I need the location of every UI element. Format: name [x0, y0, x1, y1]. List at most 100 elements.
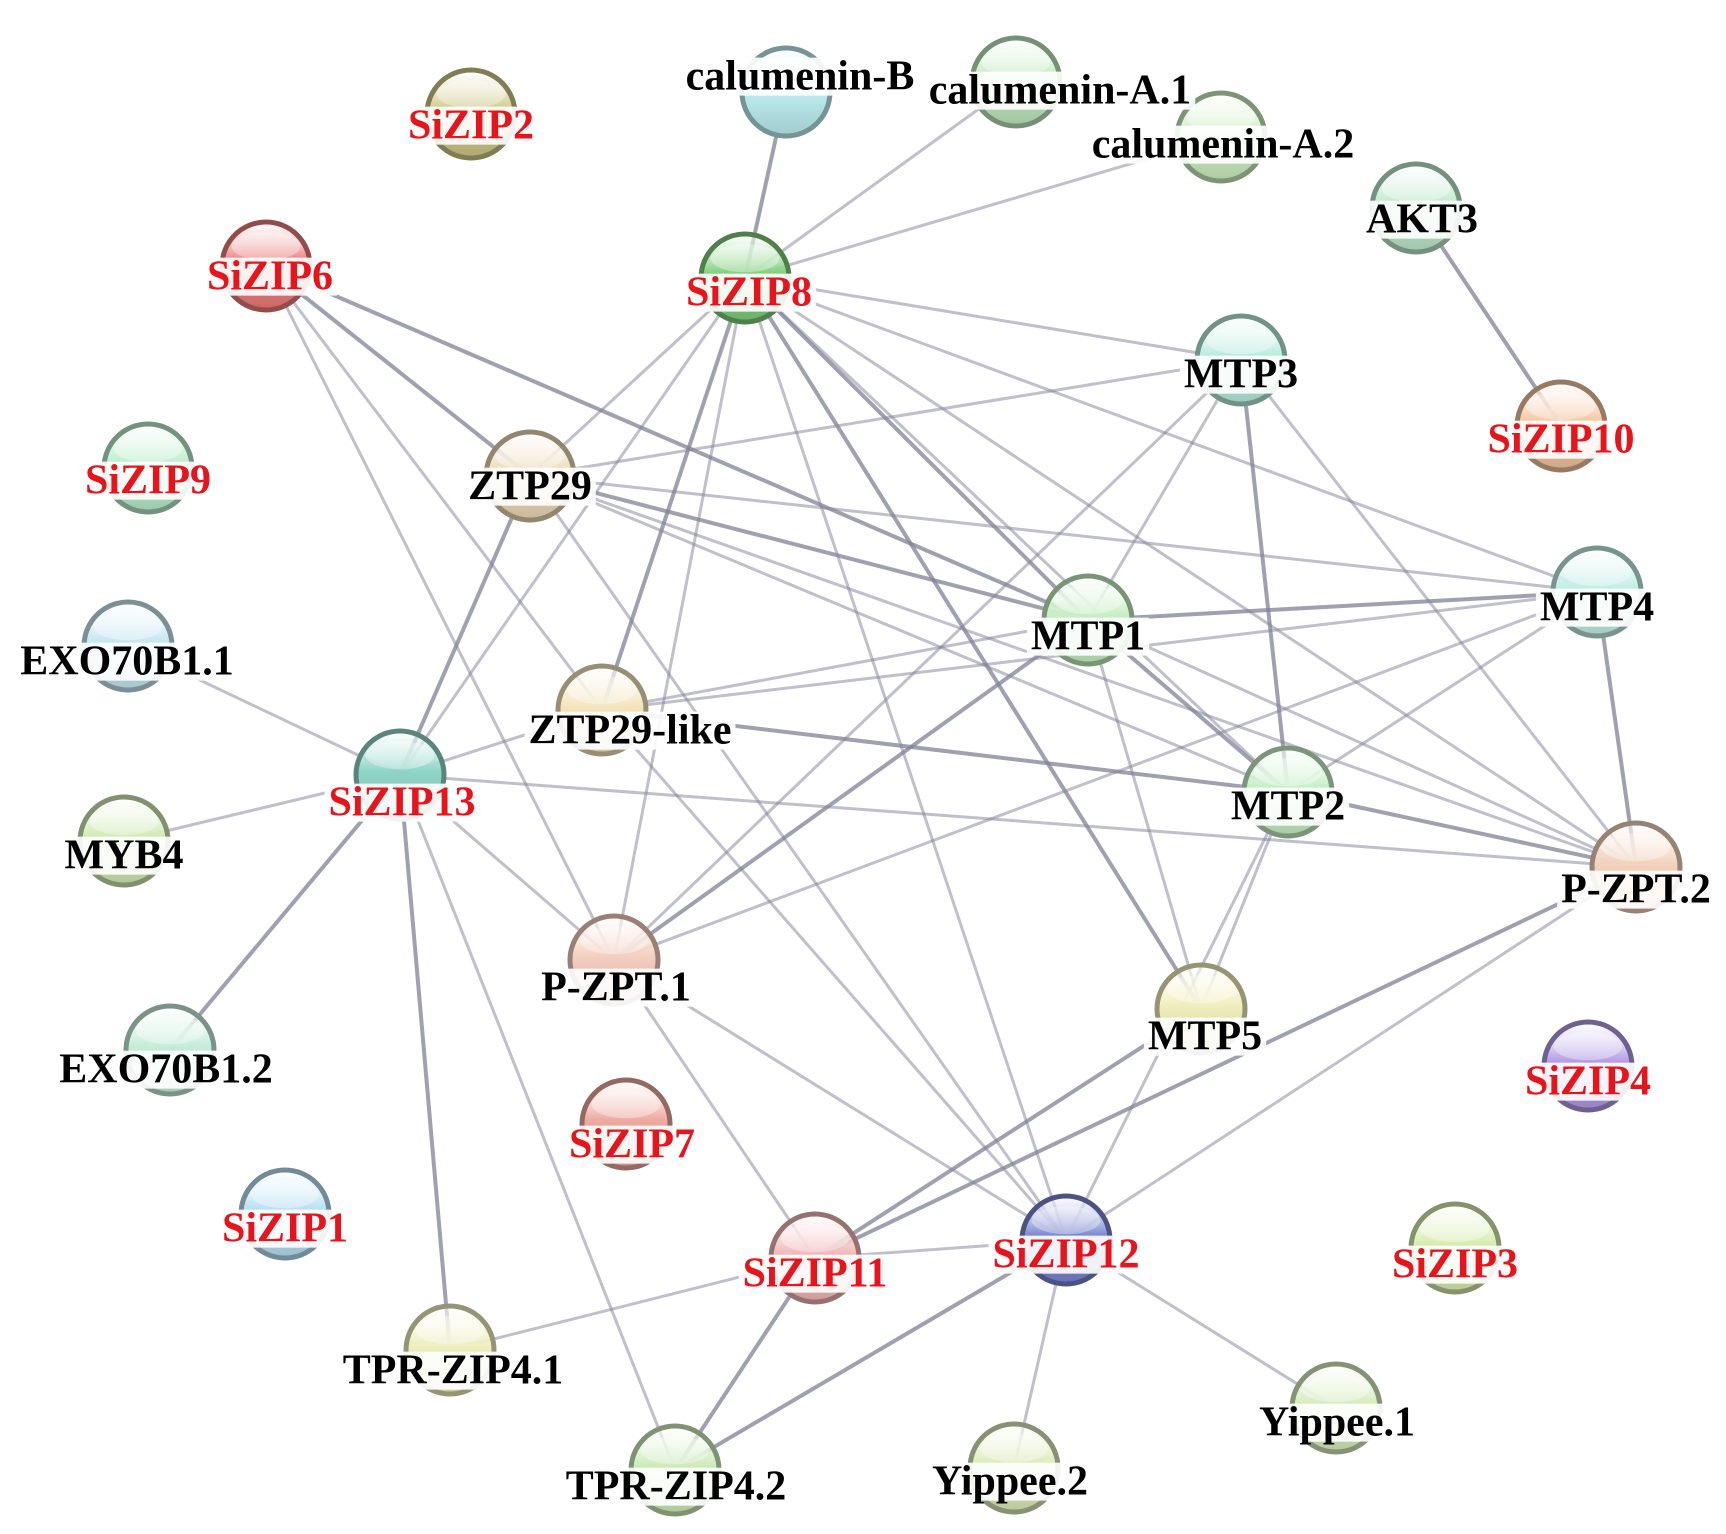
- label-backdrop: [1179, 355, 1303, 394]
- node-highlight-AKT3: [1381, 174, 1451, 203]
- node-label-MTP5: MTP5: [1148, 1014, 1262, 1060]
- edge-ZTP29-MTP2: [528, 474, 1290, 794]
- label-backdrop: [561, 1467, 791, 1506]
- node-label-P-ZPT.2: P-ZPT.2: [1561, 867, 1711, 913]
- node-label-MTP2: MTP2: [1231, 784, 1345, 830]
- label-backdrop: [324, 783, 480, 822]
- edge-SiZIP6-MTP1: [264, 264, 1090, 622]
- node-highlight-calumenin-A.2: [1186, 103, 1256, 132]
- node-label-SiZIP8: SiZIP8: [686, 270, 812, 316]
- node-label-SiZIP4: SiZIP4: [1525, 1059, 1651, 1105]
- label-backdrop: [60, 836, 188, 875]
- node-label-AKT3: AKT3: [1366, 197, 1478, 243]
- node-highlight-SiZIP6: [231, 232, 301, 261]
- node-label-Yippee.2: Yippee.2: [932, 1459, 1088, 1505]
- edge-SiZIP6-ZTP29-like: [264, 264, 604, 712]
- node-highlight-SiZIP8: [710, 244, 780, 273]
- edge-MTP3-P-ZPT.2: [1239, 358, 1638, 869]
- node-highlight-MTP1: [1053, 586, 1123, 615]
- edge-ZTP29-MTP1: [528, 474, 1090, 622]
- node-highlight-SiZIP7: [591, 1090, 661, 1119]
- edge-SiZIP6-P-ZPT.1: [264, 264, 616, 962]
- node-label-MTP4: MTP4: [1540, 585, 1654, 631]
- edge-MTP3-ZTP29: [528, 358, 1243, 478]
- node-label-SiZIP11: SiZIP11: [743, 1251, 888, 1297]
- label-backdrop: [1535, 588, 1659, 627]
- edge-MTP5-SiZIP11: [813, 1007, 1203, 1260]
- node-highlight-Yippee.2: [979, 1434, 1049, 1463]
- node-label-Yippee.1: Yippee.1: [1259, 1400, 1415, 1446]
- node-label-SiZIP7: SiZIP7: [569, 1122, 695, 1168]
- edge-SiZIP8-SiZIP13: [398, 276, 747, 777]
- edge-SiZIP8-SiZIP12: [743, 276, 1068, 1242]
- label-backdrop: [1143, 1017, 1267, 1056]
- node-highlight-TPR-ZIP4.2: [640, 1436, 710, 1465]
- edge-SiZIP8-P-ZPT.2: [743, 276, 1638, 869]
- node-highlight-MTP2: [1253, 758, 1323, 787]
- label-backdrop: [1520, 1062, 1656, 1101]
- node-label-SiZIP2: SiZIP2: [408, 103, 534, 149]
- node-highlight-SiZIP2: [436, 80, 506, 109]
- label-backdrop: [1255, 1403, 1419, 1442]
- label-backdrop: [524, 711, 736, 750]
- label-backdrop: [1226, 787, 1350, 826]
- node-label-SiZIP9: SiZIP9: [85, 458, 211, 504]
- node-label-SiZIP12: SiZIP12: [992, 1232, 1139, 1278]
- node-highlight-MYB4: [89, 807, 159, 836]
- node-highlight-SiZIP9: [113, 434, 183, 463]
- label-backdrop: [564, 1125, 700, 1164]
- label-backdrop: [681, 57, 919, 96]
- node-highlight-TPR-ZIP4.1: [415, 1316, 485, 1345]
- node-highlight-SiZIP10: [1526, 392, 1596, 421]
- node-highlight-P-ZPT.2: [1601, 833, 1671, 862]
- label-backdrop: [681, 273, 817, 312]
- edge-SiZIP6-ZTP29: [264, 264, 532, 478]
- label-backdrop: [202, 257, 338, 296]
- edge-P-ZPT.2-SiZIP12: [1064, 865, 1638, 1242]
- node-highlight-SiZIP3: [1420, 1214, 1490, 1243]
- edge-MTP3-MTP2: [1239, 358, 1290, 794]
- node-highlight-SiZIP12: [1031, 1206, 1101, 1235]
- node-highlight-Yippee.1: [1301, 1374, 1371, 1403]
- node-highlight-SiZIP13: [365, 741, 435, 770]
- node-highlight-P-ZPT.1: [579, 926, 649, 955]
- label-backdrop: [16, 642, 238, 681]
- label-backdrop: [1361, 200, 1483, 239]
- node-label-MYB4: MYB4: [65, 833, 184, 879]
- edge-ZTP29-like-SiZIP12: [600, 708, 1068, 1242]
- node-label-MTP1: MTP1: [1031, 614, 1145, 660]
- label-backdrop: [1087, 125, 1359, 164]
- label-backdrop: [1387, 1245, 1523, 1284]
- label-backdrop: [1557, 870, 1715, 909]
- edge-SiZIP8-MTP4: [743, 276, 1599, 594]
- edge-ZTP29-P-ZPT.2: [528, 474, 1638, 869]
- node-highlight-MTP3: [1206, 326, 1276, 355]
- edge-MTP1-ZTP29-like: [600, 618, 1090, 712]
- label-backdrop: [80, 461, 216, 500]
- edge-MTP4-MTP1: [1086, 590, 1599, 622]
- node-highlight-calumenin-A.1: [981, 48, 1051, 77]
- edge-P-ZPT.1-SiZIP12: [612, 958, 1068, 1242]
- node-label-EXO70B1.1: EXO70B1.1: [20, 639, 234, 685]
- label-backdrop: [338, 1351, 568, 1390]
- edge-MTP3-MTP1: [1086, 358, 1243, 622]
- node-label-TPR-ZIP4.1: TPR-ZIP4.1: [343, 1348, 564, 1394]
- edge-SiZIP13-P-ZPT.2: [398, 773, 1638, 869]
- edge-SiZIP13-TPR-ZIP4.2: [398, 773, 677, 1472]
- node-label-calumenin-A.2: calumenin-A.2: [1092, 122, 1355, 168]
- label-backdrop: [924, 71, 1196, 110]
- node-label-ZTP29-like: ZTP29-like: [528, 708, 731, 754]
- label-backdrop: [988, 1235, 1144, 1274]
- edge-SiZIP12-TPR-ZIP4.2: [673, 1238, 1068, 1472]
- node-label-TPR-ZIP4.2: TPR-ZIP4.2: [566, 1464, 787, 1510]
- node-highlight-SiZIP11: [780, 1224, 850, 1253]
- edge-ZTP29-MTP4: [528, 474, 1599, 594]
- label-backdrop: [55, 1050, 277, 1089]
- node-label-MTP3: MTP3: [1184, 352, 1298, 398]
- edge-SiZIP8-ZTP29-like: [600, 276, 747, 712]
- label-backdrop: [738, 1254, 892, 1293]
- label-backdrop: [1026, 617, 1150, 656]
- label-backdrop: [217, 1209, 353, 1248]
